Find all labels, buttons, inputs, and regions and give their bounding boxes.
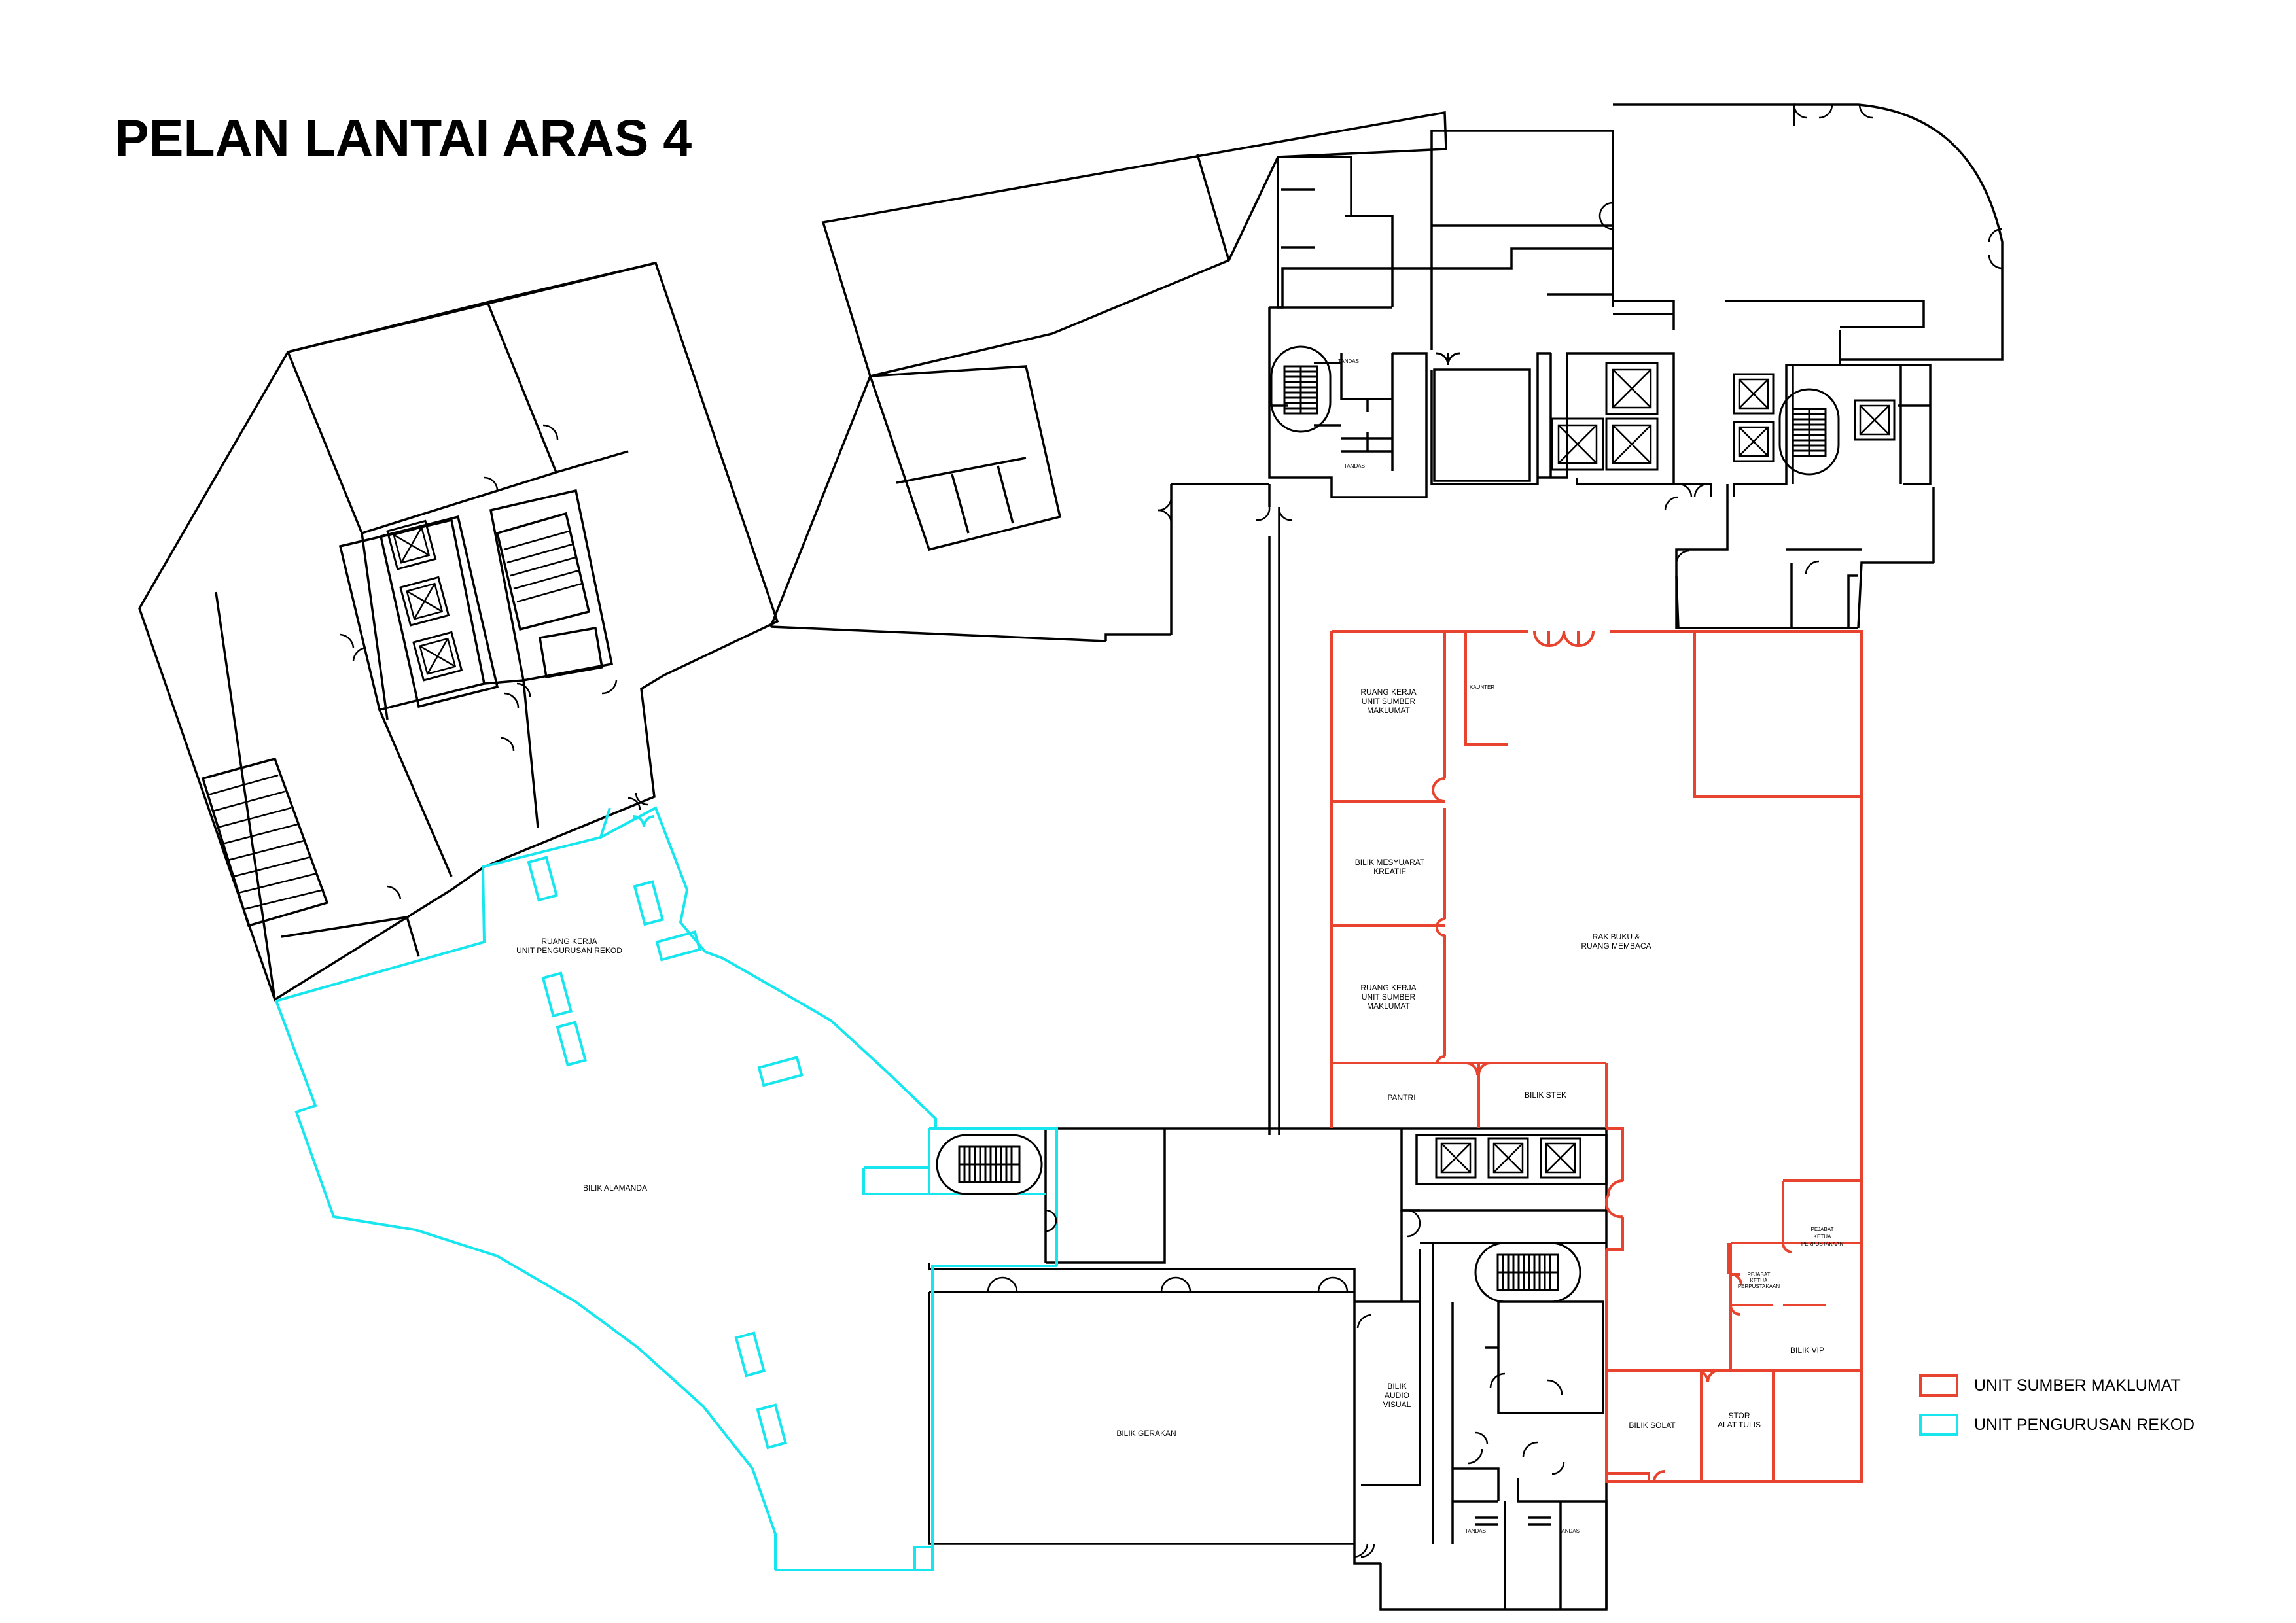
label-ruang-kerja-usm-1a: RUANG KERJA xyxy=(1360,688,1416,697)
label-pejabat-ketua-b: KETUA xyxy=(1814,1234,1831,1240)
labels-top: TANDAS TANDAS xyxy=(1338,358,1365,469)
label-tandas-low2: TANDAS xyxy=(1559,1528,1580,1534)
label-bilik-stek: BILIK STEK xyxy=(1525,1091,1566,1100)
legend-label-sumber: UNIT SUMBER MAKLUMAT xyxy=(1974,1376,2181,1395)
label-pantri: PANTRI xyxy=(1387,1093,1415,1102)
legend: UNIT SUMBER MAKLUMAT UNIT PENGURUSAN REK… xyxy=(1919,1374,2195,1436)
left-wing-walls xyxy=(138,261,779,1002)
left-stair-core xyxy=(495,512,591,631)
label-ruang-kerja-usm-2b: UNIT SUMBER xyxy=(1362,992,1416,1002)
zone-unit-pengurusan-rekod xyxy=(275,806,1058,1571)
label-bilik-alamanda: BILIK ALAMANDA xyxy=(583,1183,647,1193)
label-ruang-kerja-usm-2c: MAKLUMAT xyxy=(1367,1002,1410,1011)
label-pejabat-small-a: PEJABAT xyxy=(1748,1272,1771,1278)
labels-cyan: RUANG KERJA UNIT PENGURUSAN REKOD BILIK … xyxy=(516,937,647,1193)
label-bilik-gerakan: BILIK GERAKAN xyxy=(1116,1429,1176,1438)
label-tandas-top2: TANDAS xyxy=(1344,463,1365,469)
label-ruang-kerja-usm-2a: RUANG KERJA xyxy=(1360,983,1416,992)
central-lower-walls xyxy=(928,1127,1608,1611)
label-pejabat-small-b: KETUA xyxy=(1750,1278,1768,1283)
zone-unit-sumber-maklumat xyxy=(1330,630,1863,1483)
label-pejabat-ketua-a: PEJABAT xyxy=(1811,1227,1834,1232)
label-bilik-mesyuarat-b: KREATIF xyxy=(1373,867,1406,876)
label-ruang-kerja-upr-b: UNIT PENGURUSAN REKOD xyxy=(516,946,622,955)
left-lifts xyxy=(379,515,499,708)
label-rak-buku-b: RUANG MEMBACA xyxy=(1581,941,1651,951)
left-stairs xyxy=(201,757,329,928)
label-ruang-kerja-upr-a: RUANG KERJA xyxy=(541,937,597,946)
label-rak-buku-a: RAK BUKU & xyxy=(1593,932,1640,941)
labels-red: RUANG KERJA UNIT SUMBER MAKLUMAT KAUNTER… xyxy=(1355,684,1844,1430)
label-bilik-audio-a: BILIK xyxy=(1387,1382,1406,1391)
label-kaunter: KAUNTER xyxy=(1470,684,1494,690)
label-ruang-kerja-usm-1b: UNIT SUMBER xyxy=(1362,697,1416,706)
labels-lower: BILIK GERAKAN BILIK AUDIO VISUAL TANDAS … xyxy=(1116,1382,1580,1534)
label-bilik-vip: BILIK VIP xyxy=(1790,1346,1824,1355)
top-wing-walls xyxy=(769,111,1447,642)
label-stor-b: ALAT TULIS xyxy=(1718,1420,1761,1429)
label-ruang-kerja-usm-1c: MAKLUMAT xyxy=(1367,706,1410,715)
label-bilik-solat: BILIK SOLAT xyxy=(1629,1421,1676,1430)
label-pejabat-ketua-c: PERPUSTAKAAN xyxy=(1801,1241,1844,1247)
legend-label-rekod: UNIT PENGURUSAN REKOD xyxy=(1974,1416,2195,1434)
legend-swatch-rekod xyxy=(1919,1414,1958,1436)
label-pejabat-small-c: PERPUSTAKAAN xyxy=(1738,1283,1780,1289)
legend-swatch-sumber xyxy=(1919,1374,1958,1397)
right-upper-walls xyxy=(1104,103,2004,1135)
page-title: PELAN LANTAI ARAS 4 xyxy=(115,109,692,167)
label-tandas-top1: TANDAS xyxy=(1338,358,1359,364)
label-bilik-audio-c: VISUAL xyxy=(1383,1400,1411,1409)
label-bilik-audio-b: AUDIO xyxy=(1385,1391,1409,1400)
label-tandas-low1: TANDAS xyxy=(1465,1528,1486,1534)
label-stor-a: STOR xyxy=(1728,1411,1750,1420)
label-bilik-mesyuarat-a: BILIK MESYUARAT xyxy=(1355,858,1425,867)
